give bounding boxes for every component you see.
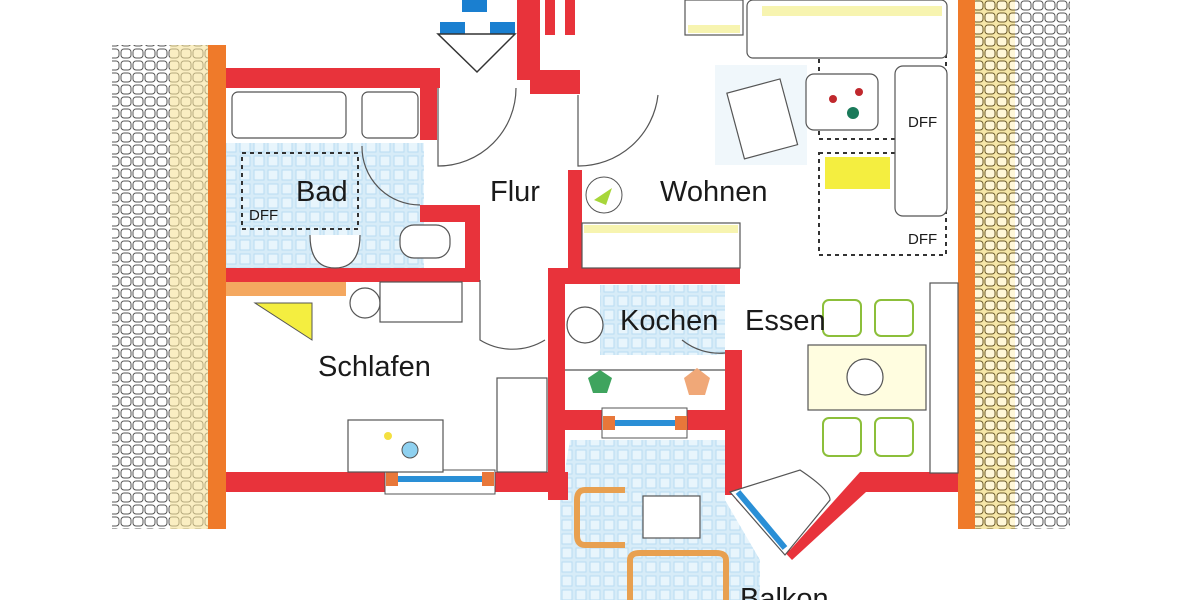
- bedroom-furniture: [226, 281, 548, 473]
- coffee-table: [805, 73, 879, 131]
- dff-area-bad: [241, 152, 359, 230]
- dining-table: [807, 282, 959, 474]
- sofa: [684, 0, 948, 217]
- bathtub: [231, 91, 419, 139]
- dff-label-bad: DFF: [249, 207, 278, 224]
- balcony-door-icon: [728, 469, 831, 556]
- entrance-arrow-icon: [436, 0, 517, 74]
- left-roof-edge: [208, 45, 226, 529]
- right-roof-edge: [958, 0, 975, 529]
- window-icon: [601, 407, 688, 439]
- room-label-essen: Essen: [745, 305, 826, 337]
- toilet: [399, 224, 451, 259]
- sink: [309, 234, 361, 269]
- room-label-kochen: Kochen: [620, 305, 718, 337]
- sideboard: [581, 222, 741, 269]
- room-label-bad: Bad: [296, 176, 348, 208]
- rug-yellow: [825, 157, 890, 189]
- pot-plant-icon: [585, 176, 623, 214]
- balcony-furniture: [574, 487, 729, 600]
- door-swing-icon: [361, 87, 726, 354]
- kitchen-tiles: [600, 285, 725, 355]
- dff-label-wohnen-2: DFF: [908, 231, 937, 248]
- window-icon: [384, 469, 496, 495]
- armchair: [715, 65, 807, 165]
- room-label-balkon: Balkon: [740, 583, 829, 600]
- kitchen-counter: [565, 306, 725, 395]
- room-label-flur: Flur: [490, 176, 540, 208]
- dff-label-wohnen-1: DFF: [908, 114, 937, 131]
- room-label-wohnen: Wohnen: [660, 176, 768, 208]
- room-label-schlafen: Schlafen: [318, 351, 431, 383]
